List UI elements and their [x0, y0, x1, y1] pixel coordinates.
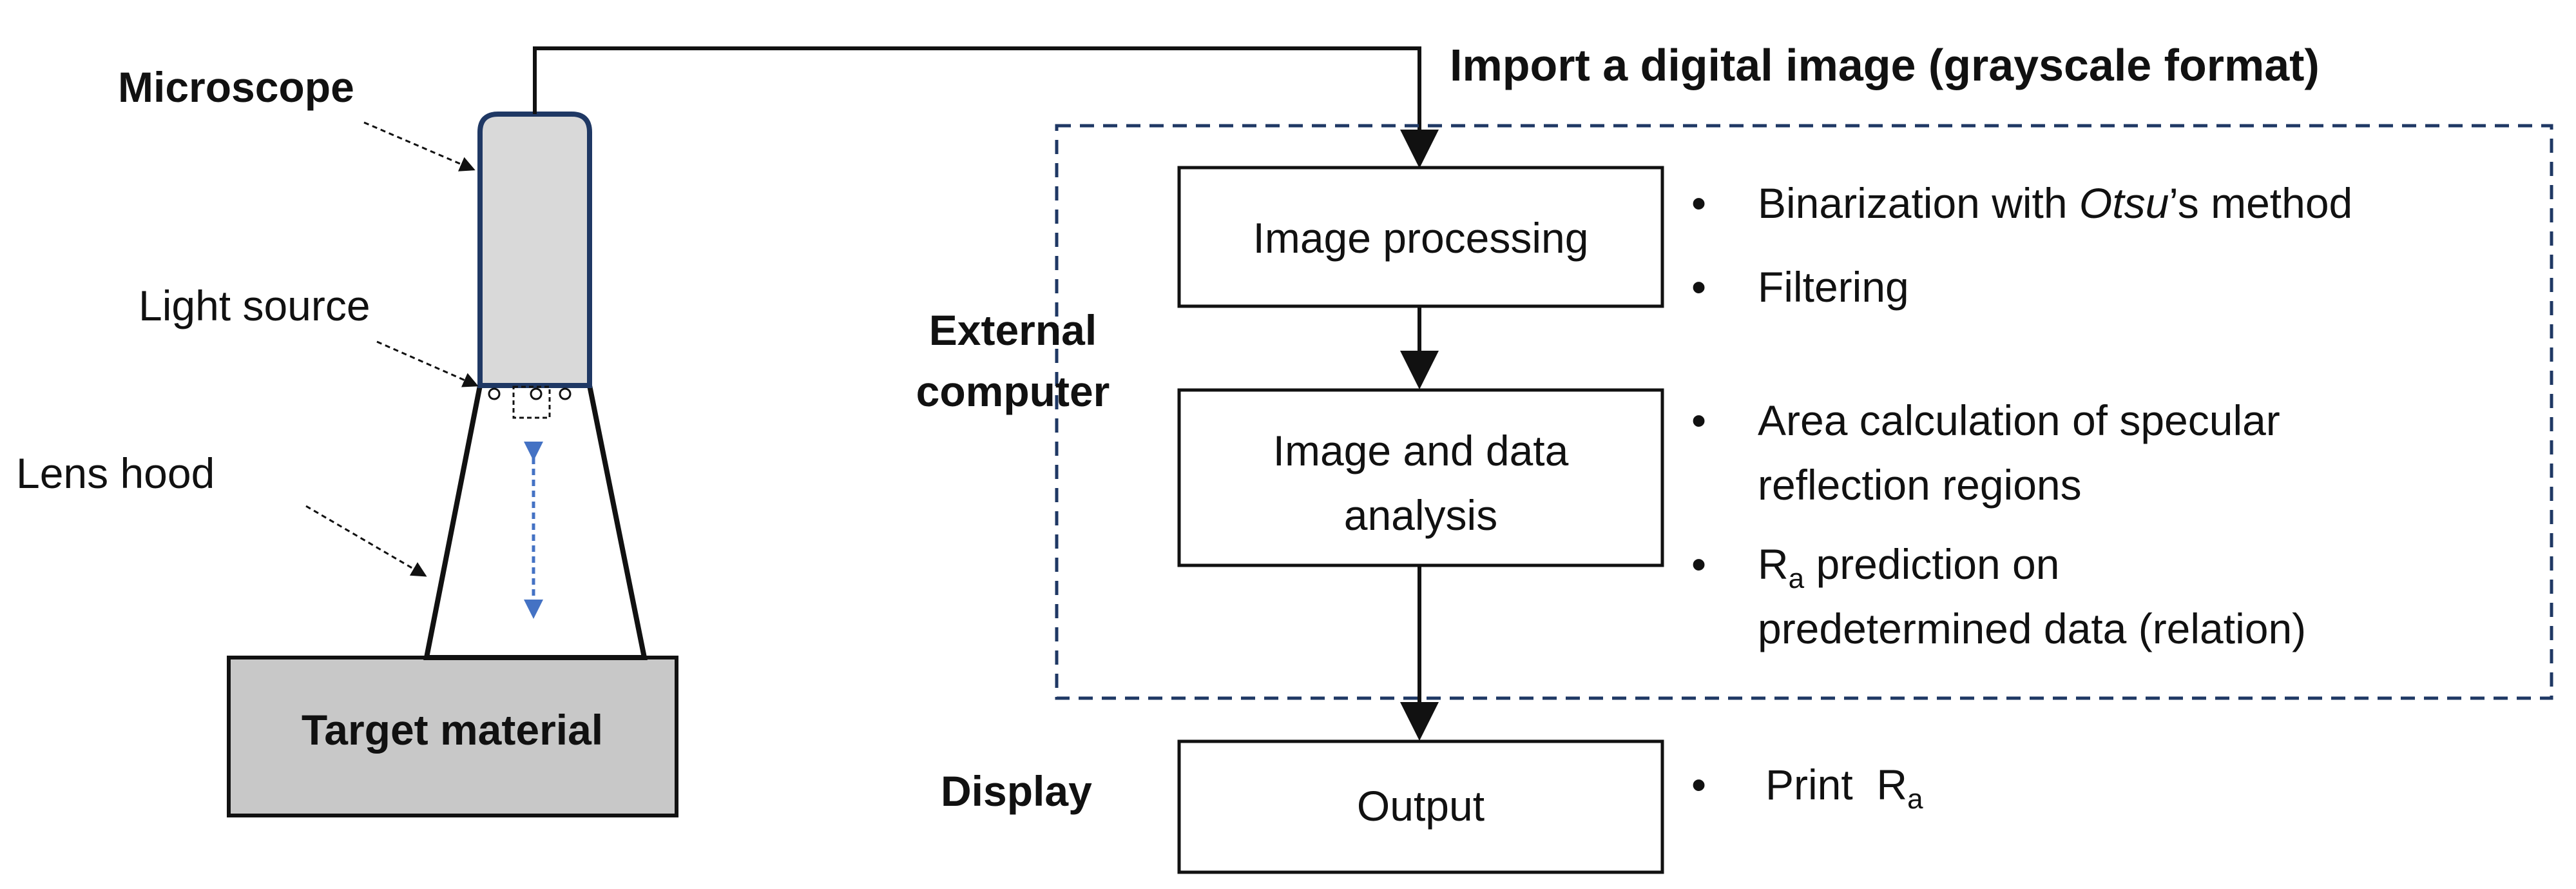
svg-text:Filtering: Filtering	[1758, 263, 1909, 311]
light-source-label: Light source	[139, 282, 370, 329]
external-computer-frame	[1055, 124, 2553, 700]
output-box	[1177, 739, 1664, 874]
analysis-label-line1: Image and data	[1273, 427, 1569, 474]
display-label: Display	[941, 767, 1092, 815]
target-material-block	[227, 656, 678, 817]
svg-text:predetermined data (relation): predetermined data (relation)	[1758, 605, 2306, 652]
output-label: Output	[1357, 782, 1485, 830]
microscope-label: Microscope	[118, 63, 354, 111]
svg-text:reflection regions: reflection regions	[1758, 461, 2082, 509]
svg-text:•: •	[1691, 761, 1706, 808]
lens-hood	[423, 383, 648, 660]
target-material-label: Target material	[302, 706, 603, 754]
analysis-box	[1177, 388, 1664, 567]
external-computer-label-line1: External	[929, 306, 1097, 354]
light-source-pointer	[376, 340, 479, 387]
svg-text:•: •	[1691, 263, 1706, 311]
svg-text:Binarization with Otsu’s metho: Binarization with Otsu’s method	[1758, 179, 2352, 227]
svg-text:•: •	[1691, 396, 1706, 444]
svg-text:Print Ra: Print Ra	[1765, 761, 1923, 815]
bullet-print-ra: • Print Ra	[1691, 761, 1923, 815]
svg-text:•: •	[1691, 179, 1706, 227]
lens-hood-pointer	[305, 505, 427, 577]
light-source	[488, 386, 572, 419]
microscope-body	[477, 112, 592, 388]
image-processing-label: Image processing	[1253, 214, 1589, 262]
import-title: Import a digital image (grayscale format…	[1450, 40, 2320, 90]
bullet-filtering: • Filtering	[1691, 263, 1909, 311]
external-computer-label-line2: computer	[916, 367, 1110, 415]
analysis-label-line2: analysis	[1344, 491, 1497, 539]
bullet-binarization: • Binarization with Otsu’s method	[1691, 179, 2352, 227]
bullet-ra-prediction: • Ra prediction on predetermined data (r…	[1691, 540, 2306, 652]
microscope-pointer	[363, 121, 476, 171]
lens-hood-label: Lens hood	[16, 449, 215, 497]
import-connector	[533, 46, 1439, 168]
svg-text:Ra prediction on: Ra prediction on	[1758, 540, 2059, 594]
image-processing-box	[1177, 166, 1664, 308]
svg-text:Area calculation of specular: Area calculation of specular	[1758, 396, 2280, 444]
bullet-area-calculation: • Area calculation of specular reflectio…	[1691, 396, 2280, 509]
svg-text:•: •	[1691, 540, 1706, 588]
